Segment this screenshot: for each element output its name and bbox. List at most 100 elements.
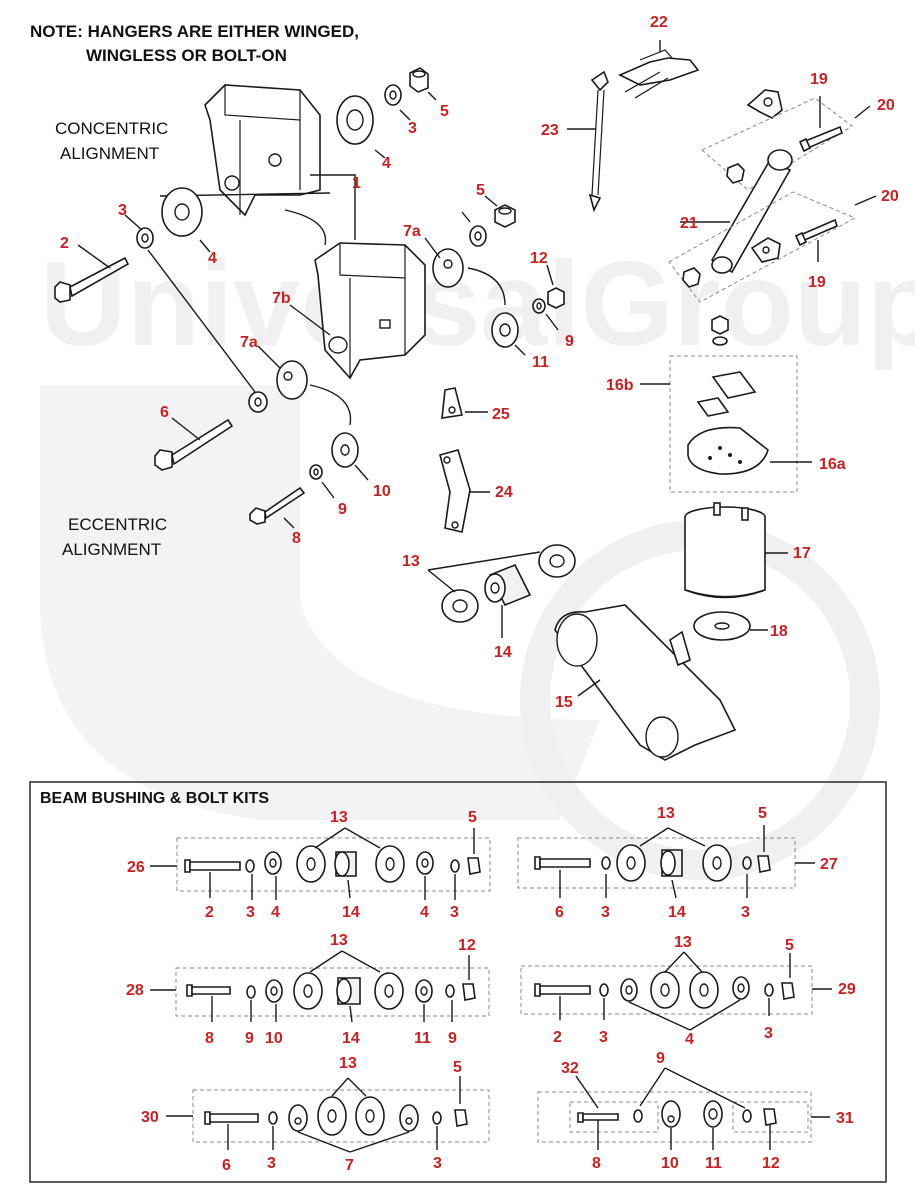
kit-box-20-upper [701, 97, 853, 191]
callout-9-right: 9 [565, 333, 574, 350]
kit-26-label-5: 5 [468, 809, 477, 826]
assembly-arc-1 [284, 209, 327, 246]
plate-16a [687, 426, 769, 475]
bolt-6 [154, 418, 234, 471]
callout-5-mid: 5 [476, 182, 485, 199]
trailing-beam-15 [554, 604, 737, 761]
bolt-19-lower [794, 218, 838, 247]
kit-27-label-6: 6 [555, 904, 564, 921]
concentric-label-2: ALIGNMENT [60, 144, 159, 163]
eccentric-label-2: ALIGNMENT [62, 540, 161, 559]
kit-26: 26 13 5 2 3 4 14 4 3 [127, 809, 491, 921]
leader-6 [171, 417, 201, 441]
callout-5-top: 5 [440, 103, 449, 120]
kit-29-label-5: 5 [785, 937, 794, 954]
callout-20-top: 20 [877, 97, 895, 114]
leader-5b [484, 195, 498, 207]
kit-27-id: 27 [820, 856, 838, 873]
bracket-25 [441, 387, 463, 419]
note-line-2: WINGLESS OR BOLT-ON [86, 46, 287, 65]
hanger-eccentric [314, 242, 426, 380]
callout-20-bottom: 20 [881, 188, 899, 205]
kit-28: 28 13 12 8 9 10 14 11 9 [126, 932, 490, 1047]
kit-31-label-11: 11 [705, 1155, 722, 1172]
kit-31-label-32: 32 [561, 1060, 579, 1077]
leader-9a [545, 313, 559, 331]
kit-26-label-14: 14 [342, 904, 360, 921]
leader-3a [399, 109, 411, 121]
kit-box-20-lower [668, 191, 857, 303]
callout-12: 12 [530, 250, 548, 267]
callout-3-left: 3 [118, 202, 127, 219]
callout-22: 22 [650, 14, 668, 31]
kit-29-label-13: 13 [674, 934, 692, 951]
washer-3-lower [248, 391, 268, 413]
callout-7b: 7b [272, 290, 291, 307]
callout-19-bottom: 19 [808, 274, 826, 291]
callout-16a: 16a [819, 456, 846, 473]
nut-5-upper [409, 67, 429, 93]
callout-15: 15 [555, 694, 573, 711]
callout-25: 25 [492, 406, 510, 423]
callout-9-left: 9 [338, 501, 347, 518]
eccentric-label-1: ECCENTRIC [68, 515, 167, 534]
callout-4-left: 4 [208, 250, 217, 267]
callout-17: 17 [793, 545, 811, 562]
washer-9-right [532, 298, 546, 314]
callout-11: 11 [532, 354, 549, 371]
leader-20b [854, 195, 877, 206]
washer-7a-upper [432, 248, 464, 288]
nut-upper-shock [726, 163, 745, 184]
washer-7a-lower [276, 360, 308, 400]
kits-panel [29, 781, 887, 1183]
callout-3-top: 3 [408, 120, 417, 137]
kit-27-label-3b: 3 [741, 904, 750, 921]
callout-18: 18 [770, 623, 788, 640]
kit-28-label-12: 12 [458, 937, 476, 954]
leader-13 [427, 551, 541, 593]
callout-23: 23 [541, 122, 559, 139]
nut-top [711, 315, 729, 346]
callout-6: 6 [160, 404, 169, 421]
kit-27-label-13: 13 [657, 805, 675, 822]
kit-29-label-2: 2 [553, 1029, 562, 1046]
kit-26-label-3a: 3 [246, 904, 255, 921]
washer-4-upper [336, 95, 374, 145]
leader-7b [289, 304, 331, 336]
leader-11 [514, 344, 526, 356]
callout-1: 1 [352, 175, 361, 192]
kit-27: 27 13 5 6 3 14 3 [517, 805, 838, 921]
bolt-19-upper [798, 125, 843, 153]
torque-arm-24 [439, 449, 471, 533]
callout-13: 13 [402, 553, 420, 570]
kits-title: BEAM BUSHING & BOLT KITS [40, 790, 269, 807]
bushing-washers-13 [441, 544, 576, 623]
kit-box-16b [669, 355, 798, 493]
leader-4b [199, 239, 211, 253]
kit-31-id: 31 [836, 1110, 854, 1127]
concentric-label-1: CONCENTRIC [55, 119, 168, 138]
kit-31-label-10: 10 [661, 1155, 679, 1172]
kit-30-label-3b: 3 [433, 1155, 442, 1172]
height-control-valve-22 [618, 49, 700, 99]
note-line-1: NOTE: HANGERS ARE EITHER WINGED, [30, 22, 359, 41]
leader-3b [124, 214, 143, 231]
kit-30: 30 13 5 6 3 7 3 [141, 1055, 490, 1174]
washer-3-mid [469, 225, 487, 247]
kit-28-label-9a: 9 [245, 1030, 254, 1047]
nut-lower-shock [682, 267, 701, 288]
leader-3c [461, 211, 471, 223]
washer-10 [331, 432, 359, 468]
kit-30-label-13: 13 [339, 1055, 357, 1072]
kit-28-label-14: 14 [342, 1030, 360, 1047]
kit-26-label-4b: 4 [420, 904, 429, 921]
leader-12 [546, 264, 554, 286]
assembly-arc-2 [309, 384, 352, 426]
kit-28-label-13: 13 [330, 932, 348, 949]
kit-30-label-3a: 3 [267, 1155, 276, 1172]
kit-29-label-4: 4 [685, 1031, 694, 1048]
kit-30-label-7: 7 [345, 1157, 354, 1174]
spacer-18 [693, 611, 751, 641]
kit-30-label-6: 6 [222, 1157, 231, 1174]
